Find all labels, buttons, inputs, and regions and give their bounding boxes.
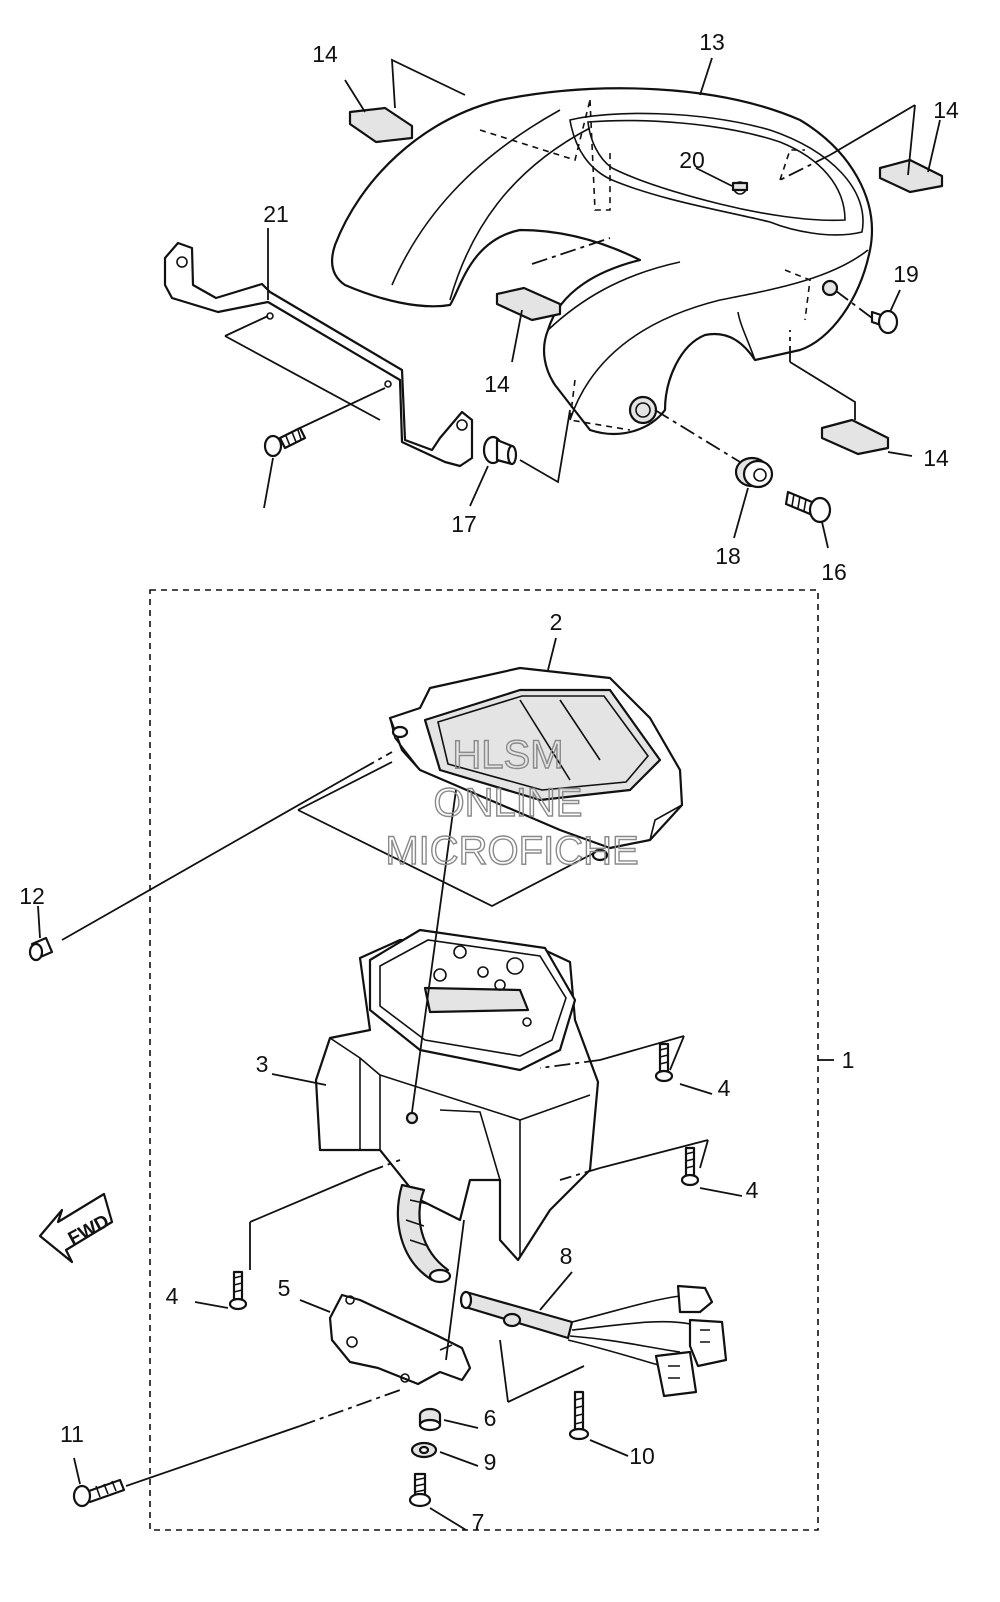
callout-4-lower: 4: [166, 1283, 179, 1309]
screw-4-middle: [680, 1146, 700, 1187]
callout-14-middle: 14: [484, 371, 510, 397]
screw-10: [568, 1390, 590, 1441]
bolt-11: [72, 1478, 126, 1508]
forward-arrow-icon: FWD: [38, 1192, 114, 1264]
callout-16: 17: [451, 511, 477, 537]
callout-14-top-right: 14: [933, 97, 959, 123]
foam-pad-top-right: [878, 158, 944, 194]
callout-3: 3: [256, 1051, 269, 1077]
cover-bracket: [163, 241, 474, 468]
callout-7: 8: [560, 1243, 573, 1269]
callout-9: 7: [472, 1509, 485, 1535]
watermark: HLSM ONLINE MICROFICHE: [385, 732, 640, 873]
callout-14-bottom-right: 14: [923, 445, 949, 471]
meter-lens-case: [388, 666, 684, 862]
callout-20: 21: [263, 201, 289, 227]
callout-13: 13: [699, 29, 725, 55]
callout-11: 11: [60, 1421, 84, 1447]
leader-lines-lower: [37, 637, 743, 1531]
callout-6: 6: [484, 1405, 497, 1431]
callout-4-middle: 4: [746, 1177, 759, 1203]
watermark-line-1: HLSM: [452, 733, 563, 777]
callout-2: 2: [550, 609, 563, 635]
callout-labels: 13 14 14 20 21 19 14 14 17 18 16 2 12 1 …: [19, 29, 959, 1535]
callout-14-top-left: 14: [312, 41, 338, 67]
wire-harness-7: [459, 1284, 728, 1398]
callout-5: 5: [278, 1275, 291, 1301]
callout-17: 18: [715, 543, 741, 569]
washer-8: [410, 1441, 438, 1459]
screw-21: [263, 426, 307, 458]
watermark-line-3: MICROFICHE: [385, 829, 638, 873]
callout-1: 1: [842, 1047, 855, 1073]
bolt-9: [408, 1472, 432, 1508]
meter-cover: [330, 87, 873, 435]
foam-pad-bottom-right: [820, 418, 890, 456]
collar-16: [482, 435, 518, 466]
meter-bracket: [328, 1293, 472, 1386]
callout-8: 9: [484, 1449, 497, 1475]
screw-4-upper: [654, 1042, 674, 1083]
collar-12: [28, 936, 54, 962]
screw-15: [784, 490, 832, 524]
leader-lines-top: [224, 57, 941, 549]
watermark-line-2: ONLINE: [434, 781, 583, 825]
meter-body: [314, 928, 600, 1284]
damper-6: [418, 1407, 442, 1432]
screw-4-lower: [228, 1270, 248, 1311]
callout-4-upper: 4: [718, 1075, 731, 1101]
foam-pad-top-left: [348, 106, 414, 144]
foam-pad-middle: [495, 286, 562, 322]
callout-15: 16: [821, 559, 847, 585]
callout-10: 10: [629, 1443, 655, 1469]
assembly-1-boundary: [149, 589, 834, 1531]
callout-12: 12: [19, 883, 45, 909]
callout-18: 19: [893, 261, 919, 287]
callout-19: 20: [679, 147, 705, 173]
grommet-17: [734, 456, 774, 489]
screw-18: [870, 309, 899, 335]
